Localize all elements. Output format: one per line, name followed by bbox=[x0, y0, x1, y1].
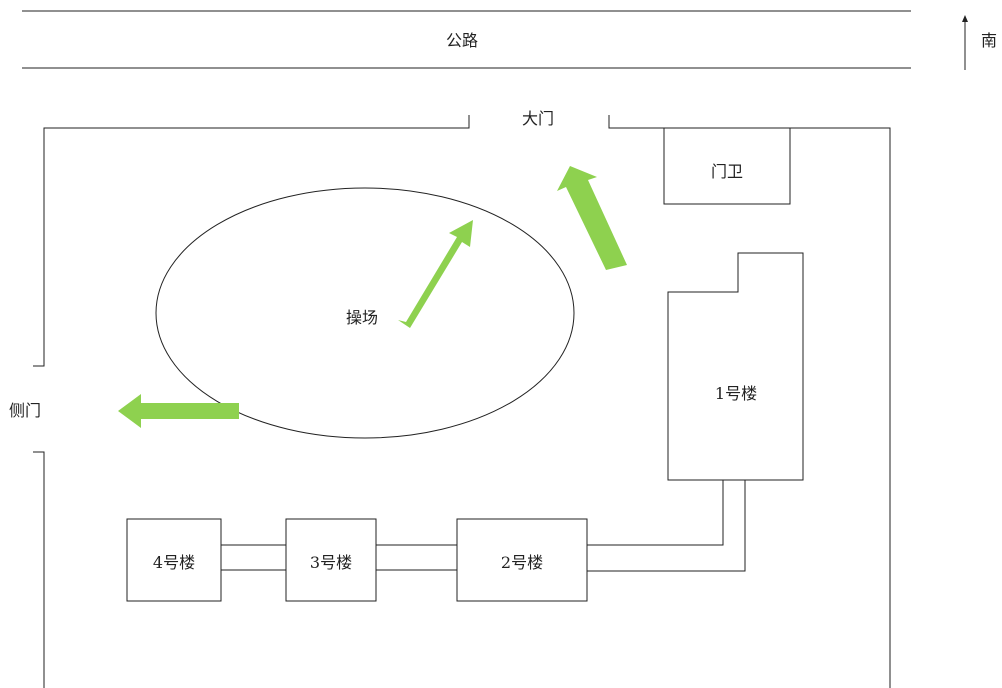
building-3-label: 3号楼 bbox=[310, 553, 352, 572]
building-3 bbox=[285, 518, 377, 602]
road-label: 公路 bbox=[446, 31, 478, 50]
building-4-label: 4号楼 bbox=[153, 553, 195, 572]
compass-arrowhead-icon bbox=[962, 15, 968, 22]
side-gate-label: 侧门 bbox=[9, 401, 41, 420]
playground bbox=[155, 187, 575, 439]
building-2 bbox=[456, 518, 588, 602]
arrow-to-main-gate-icon bbox=[557, 166, 627, 270]
wall-north-west bbox=[33, 115, 470, 367]
main-gate-label: 大门 bbox=[522, 109, 554, 128]
arrow-playground-northeast-icon bbox=[398, 220, 473, 328]
compass: 南 bbox=[962, 15, 997, 70]
corridor-1-2-outer bbox=[587, 480, 746, 572]
compass-label: 南 bbox=[981, 31, 997, 50]
evacuation-arrows bbox=[118, 166, 627, 428]
building-1-label: 1号楼 bbox=[715, 384, 757, 403]
corridor-1-2-inner bbox=[587, 480, 724, 546]
building-4 bbox=[126, 518, 222, 602]
arrow-to-side-gate-icon bbox=[118, 394, 239, 428]
campus-wall bbox=[33, 115, 891, 688]
playground-label: 操场 bbox=[346, 308, 378, 327]
wall-west-south bbox=[33, 451, 45, 688]
guardhouse-label: 门卫 bbox=[711, 162, 743, 181]
building-1 bbox=[667, 252, 804, 481]
building-2-label: 2号楼 bbox=[501, 553, 543, 572]
guardhouse bbox=[663, 127, 791, 205]
